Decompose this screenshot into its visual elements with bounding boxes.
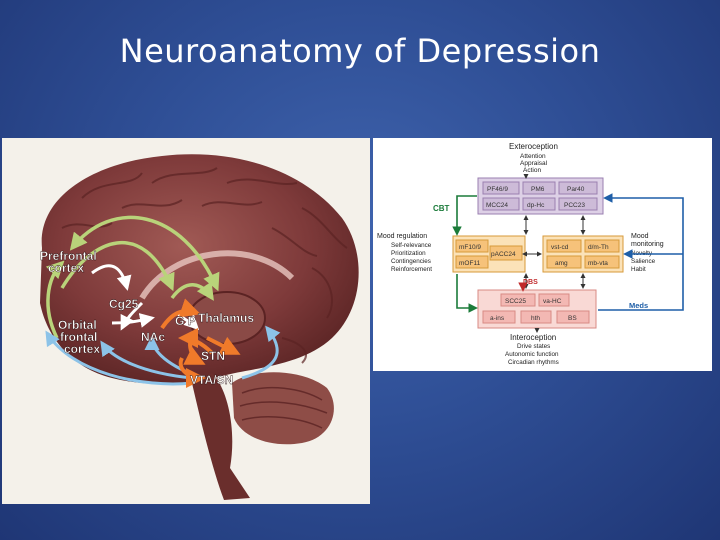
brain-illustration: Prefrontal cortex Cg25 Orbital frontal c…: [2, 138, 370, 504]
cbt-arrow-bottom: [456, 274, 478, 313]
mood-regulation-item-1: Self-relevance: [391, 242, 432, 249]
mood-regulation-item-2: Prioritization: [391, 250, 426, 257]
box-mcc24: MCC24: [486, 202, 508, 209]
label-orbital-2: frontal: [60, 330, 97, 344]
box-ains: a-ins: [490, 315, 505, 322]
label-orbital-1: Orbital: [58, 318, 97, 332]
label-prefrontal-2: cortex: [48, 261, 84, 275]
cbt-label: CBT: [433, 204, 450, 213]
box-hth: hth: [531, 315, 540, 322]
label-prefrontal-1: Prefrontal: [40, 249, 97, 263]
cerebellum-shape: [232, 372, 334, 445]
cbt-arrow-down: [452, 195, 477, 236]
exteroception-item-1: Attention: [520, 153, 546, 160]
top-boxes: PF46/9 PM6 Par40 MCC24 dp-Hc PCC23: [482, 181, 598, 211]
box-par40: Par40: [567, 186, 585, 193]
box-dmth: d/m-Th: [588, 244, 609, 251]
slide-title: Neuroanatomy of Depression: [119, 32, 601, 70]
brainstem-shape: [192, 373, 250, 500]
mood-regulation-title: Mood regulation: [377, 233, 427, 240]
mood-monitoring-item-3: Habit: [631, 266, 646, 273]
mood-monitoring-title-2: monitoring: [631, 241, 664, 248]
box-pf469: PF46/9: [487, 186, 508, 193]
mood-regulation-item-4: Reinforcement: [391, 266, 432, 273]
box-amg: amg: [555, 260, 568, 267]
mood-regulation-item-3: Contingencies: [391, 258, 431, 265]
exteroception-item-2: Appraisal: [520, 160, 548, 167]
green-arrows: [45, 215, 220, 339]
mood-monitoring-title-1: Mood: [631, 233, 649, 240]
interoception-item-2: Autonomic function: [505, 351, 559, 358]
box-scc25: SCC25: [505, 298, 526, 305]
dbs-label: DBS: [523, 279, 538, 286]
exteroception-title: Exteroception: [509, 142, 558, 151]
box-pacc24: pACC24: [491, 251, 516, 258]
label-nac: NAc: [141, 330, 165, 344]
box-pm6: PM6: [531, 186, 545, 193]
box-vahc: va-HC: [543, 298, 562, 305]
interoception-title: Interoception: [510, 333, 556, 342]
label-cg25: Cg25: [109, 297, 139, 311]
label-stn: STN: [201, 349, 225, 363]
box-mof11: mOF11: [459, 260, 481, 267]
interoception-item-1: Drive states: [517, 343, 550, 350]
mood-monitoring-item-2: Salience: [631, 258, 656, 265]
label-gp: G P: [175, 314, 196, 328]
box-dphc: dp-Hc: [527, 202, 545, 209]
meds-label: Meds: [629, 301, 648, 310]
box-vstcd: vst-cd: [551, 244, 569, 251]
label-orbital-3: cortex: [64, 342, 100, 356]
box-mf109: mF10/9: [459, 244, 481, 251]
box-pcc23: PCC23: [564, 202, 585, 209]
orange-arrows: [160, 298, 241, 388]
box-mbvta: mb-vta: [588, 260, 608, 267]
label-thalamus: Thalamus: [198, 311, 254, 325]
interoception-item-3: Circadian rhythms: [508, 359, 559, 366]
box-bs: BS: [568, 315, 577, 322]
white-arrows: [91, 264, 200, 331]
gyri-texture: [61, 167, 348, 364]
network-diagram: Exteroception Attention Appraisal Action…: [373, 138, 712, 371]
connector-arrows: [522, 174, 586, 333]
label-vta-sn: VTA/SN: [190, 373, 233, 387]
exteroception-item-3: Action: [523, 167, 541, 174]
